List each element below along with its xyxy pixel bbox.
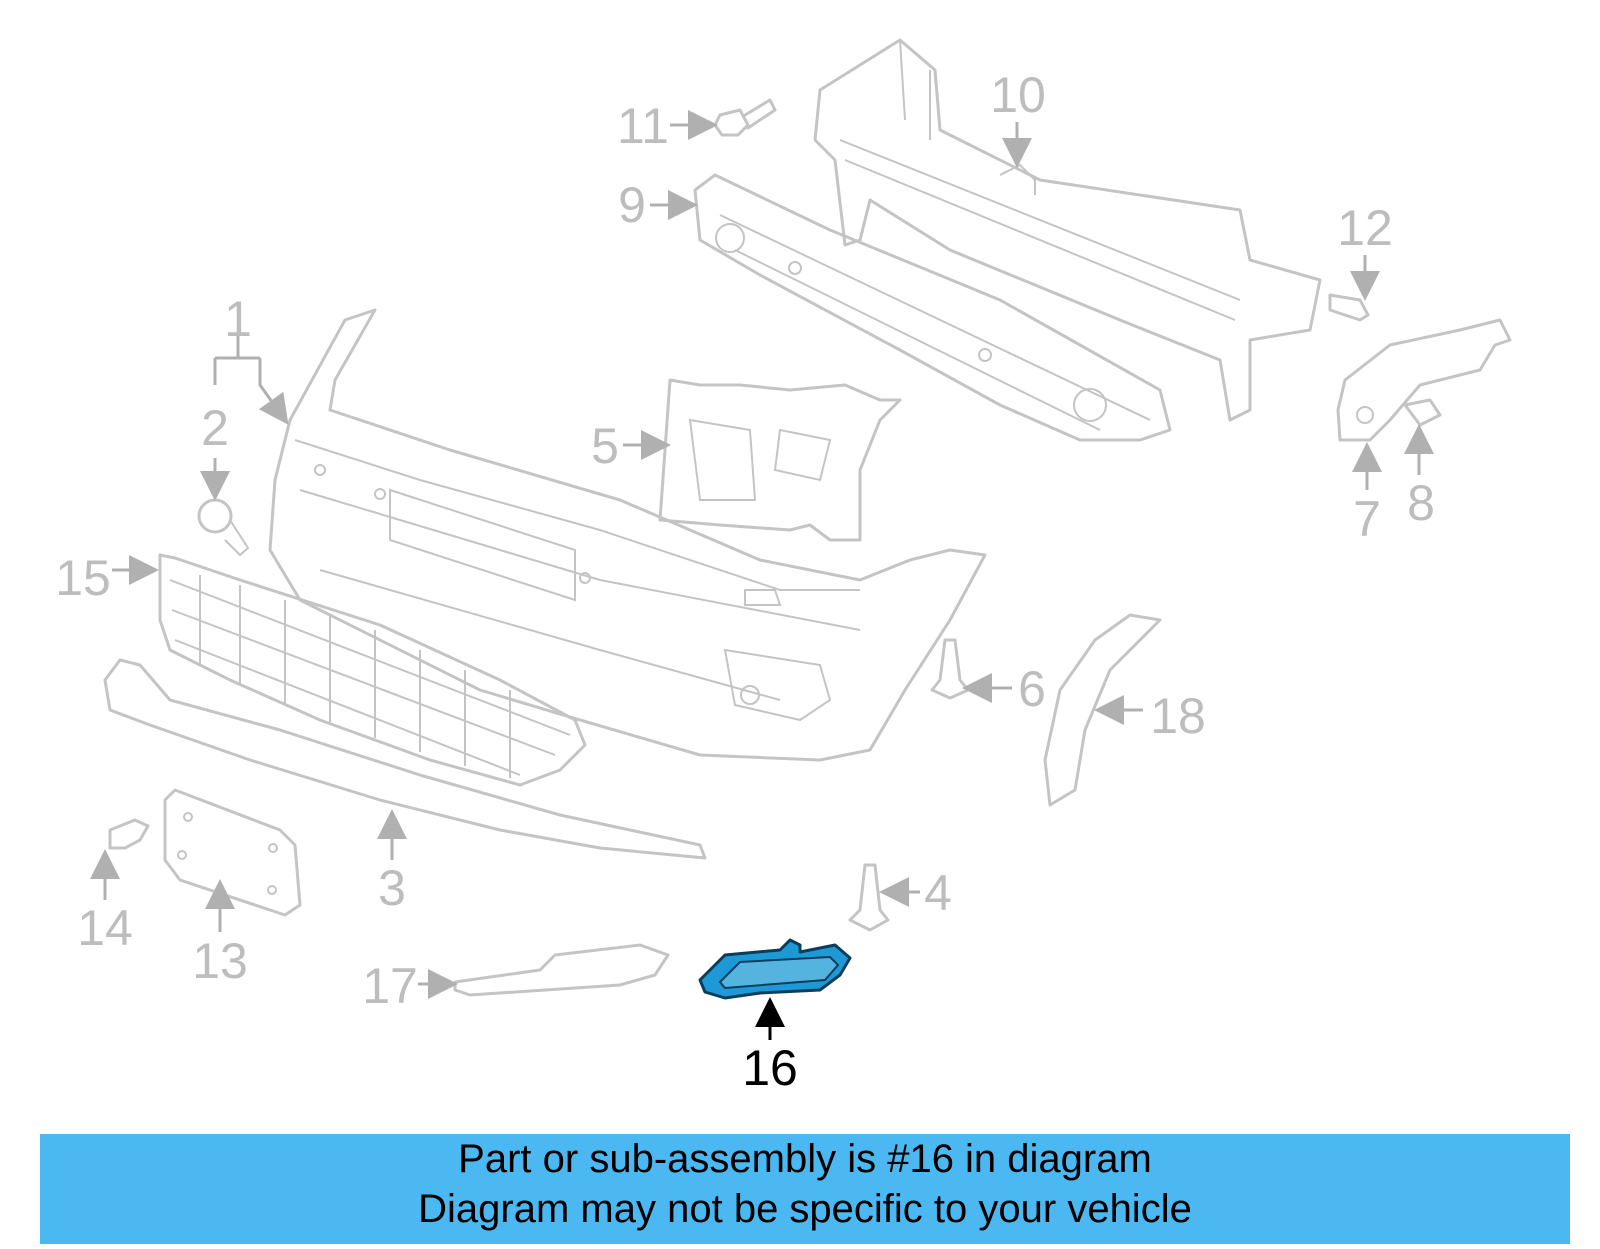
part-2-cap (197, 498, 250, 557)
part-9-energy-absorber (693, 173, 1172, 442)
callout-15: 15 (55, 550, 111, 606)
banner-line-1: Part or sub-assembly is #16 in diagram (458, 1137, 1152, 1181)
callout-4: 4 (924, 865, 952, 921)
part-17-trim-molding (453, 943, 670, 997)
info-banner: Part or sub-assembly is #16 in diagram D… (40, 1134, 1570, 1244)
part-1-bumper-cover (268, 308, 987, 762)
callout-10: 10 (990, 67, 1046, 123)
callout-16: 16 (742, 1040, 798, 1096)
part-16-fog-lamp-bezel (698, 938, 852, 1000)
callout-17: 17 (362, 958, 418, 1014)
part-13-license-bracket (163, 788, 302, 917)
callout-18: 18 (1150, 688, 1206, 744)
part-3-trim-strip (103, 658, 707, 860)
callout-11: 11 (617, 98, 669, 154)
part-11-bolt (713, 98, 777, 137)
part-7-side-bracket (1336, 318, 1512, 442)
part-8-nut (1403, 398, 1442, 427)
banner-line-2: Diagram may not be specific to your vehi… (418, 1187, 1192, 1231)
callout-5: 5 (591, 418, 619, 474)
part-6-bolt (930, 638, 970, 700)
part-14-clip (108, 818, 150, 850)
part-12-bolt (1328, 293, 1370, 322)
callout-2: 2 (201, 400, 229, 456)
callout-8: 8 (1407, 475, 1435, 531)
callout-7: 7 (1353, 491, 1381, 547)
part-5-bracket (658, 378, 902, 542)
callout-6: 6 (1018, 661, 1046, 717)
callout-13: 13 (192, 933, 248, 989)
callout-labels: 1 2 3 4 5 6 7 8 9 10 11 12 13 14 15 16 1… (55, 67, 1435, 1096)
callout-9: 9 (618, 177, 646, 233)
callout-lines (90, 110, 1434, 1040)
callout-3: 3 (378, 860, 406, 916)
part-15-grille (158, 553, 587, 787)
callout-12: 12 (1337, 200, 1393, 256)
part-18-arch-trim (1043, 613, 1162, 807)
part-4-bolt (848, 863, 890, 932)
part-10-reinforcement-beam (813, 38, 1322, 422)
callout-14: 14 (77, 900, 133, 956)
callout-1: 1 (224, 291, 252, 347)
